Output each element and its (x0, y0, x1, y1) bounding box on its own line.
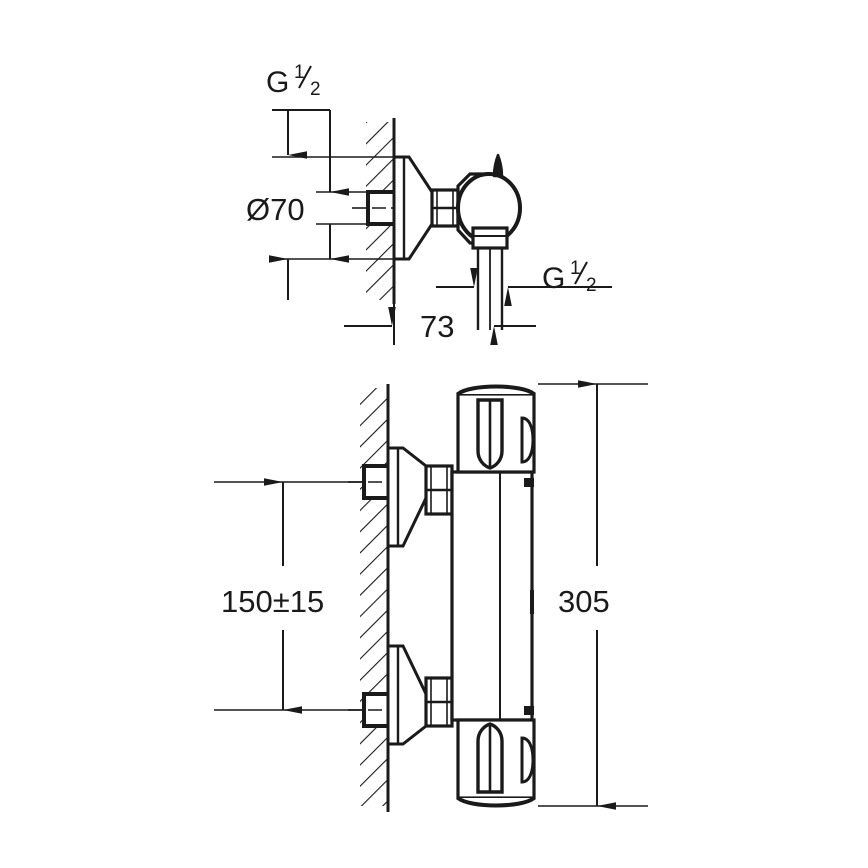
dim-inlet-spacing: 150±15 (214, 478, 362, 714)
hex-coupling-nut-lower (424, 676, 454, 728)
front-view-group: 150±15 305 (214, 380, 648, 812)
hex-coupling-nut-upper (424, 464, 454, 516)
dim-thread-upper: G 1 2 (266, 62, 394, 196)
escutcheon-cone-lower (386, 644, 428, 746)
thread-label-upper-numerator: 1 (294, 62, 305, 83)
thread-label-lower-prefix: G (542, 262, 565, 295)
thread-label-upper-denominator: 2 (310, 79, 321, 100)
escutcheon-cone-upper (386, 446, 428, 548)
outlet-collar-top (471, 226, 509, 330)
handle-cylinder-lower[interactable] (456, 718, 536, 808)
dim-thread-lower: G 1 2 (436, 258, 612, 306)
projection-label: 73 (420, 309, 454, 344)
wall-section-front (360, 384, 390, 812)
dim-projection-73: 73 (344, 300, 536, 345)
thread-label-upper-prefix: G (266, 66, 289, 99)
dim-overall-length: 305 (538, 380, 648, 810)
thread-label-lower-denominator: 2 (586, 275, 597, 296)
overall-length-label: 305 (558, 584, 610, 619)
thread-label-lower-numerator: 1 (570, 258, 581, 279)
dim-diameter-70: Ø70 (246, 191, 394, 300)
diameter-label: Ø70 (246, 192, 305, 227)
inlet-spacing-label: 150±15 (221, 584, 324, 619)
mixer-body-front (450, 470, 534, 722)
hex-coupling-nut-top (430, 188, 460, 228)
escutcheon-cone-top (392, 155, 434, 261)
handle-cylinder-upper[interactable] (456, 384, 536, 474)
top-view-group: G 1 2 Ø70 73 G 1 2 (246, 62, 612, 345)
